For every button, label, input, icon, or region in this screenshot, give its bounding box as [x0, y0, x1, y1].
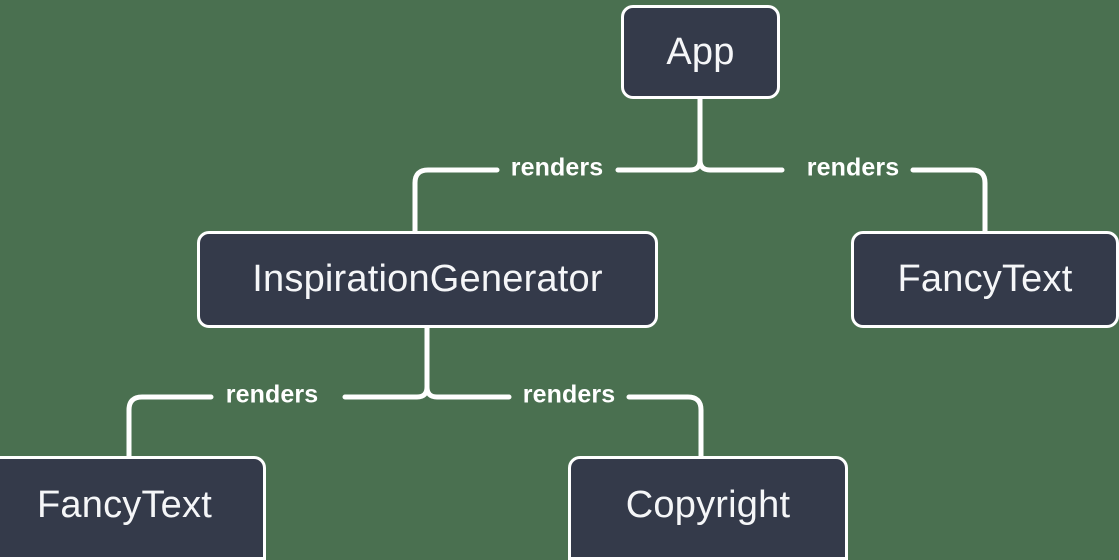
node-inspiration-generator-label: InspirationGenerator: [252, 258, 603, 300]
wire-inspiration-junction-right: [424, 384, 512, 400]
wire-inspiration-to-fancytext: [126, 394, 214, 459]
node-app-label: App: [666, 30, 735, 73]
wire-app-junction-left: [615, 157, 703, 173]
edge-label-app-to-fancytext: renders: [806, 153, 900, 182]
wire-inspiration-junction-left: [342, 384, 430, 400]
wire-app-junction-right: [697, 157, 785, 173]
node-fancytext-bottom-left[interactable]: FancyText: [0, 456, 266, 560]
node-fancytext-right[interactable]: FancyText: [851, 231, 1119, 328]
node-app[interactable]: App: [621, 5, 780, 99]
wire-app-to-fancytext: [910, 167, 988, 234]
node-copyright-label: Copyright: [625, 483, 791, 526]
node-fancytext-bottom-left-label: FancyText: [37, 483, 212, 526]
edge-label-app-to-inspiration-generator: renders: [510, 153, 604, 182]
node-inspiration-generator[interactable]: InspirationGenerator: [197, 231, 658, 328]
edge-label-inspiration-generator-to-fancytext: renders: [225, 380, 319, 409]
node-copyright[interactable]: Copyright: [568, 456, 848, 560]
wire-app-to-inspiration: [412, 167, 500, 234]
node-fancytext-right-label: FancyText: [897, 258, 1073, 300]
wire-inspiration-to-copyright: [626, 394, 704, 459]
edge-label-inspiration-generator-to-copyright: renders: [522, 380, 616, 409]
